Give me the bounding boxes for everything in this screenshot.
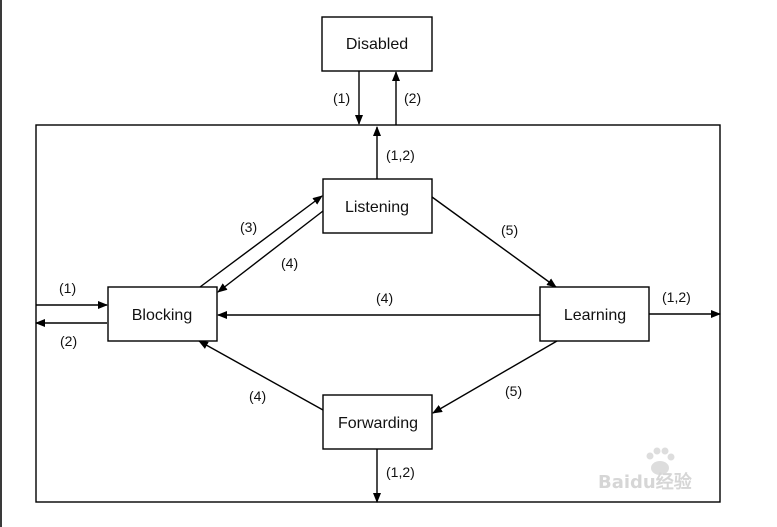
paw-icon [646,447,675,475]
watermark: Baidu经验 [598,447,693,493]
arrow-listening-to-learning [431,196,557,288]
arrow-forwarding-to-blocking [198,340,324,411]
arrow-learning-to-forwarding [432,340,558,414]
label-learning-exit: (1,2) [662,289,691,305]
state-forwarding-label: Forwarding [338,415,418,432]
label-forwarding-exit: (1,2) [386,464,415,480]
label-enter-blocking: (1) [59,280,76,296]
state-blocking-label: Blocking [132,307,192,324]
state-listening: Listening [322,178,433,234]
state-forwarding: Forwarding [322,394,433,450]
label-from-disabled-up: (2) [404,90,421,106]
arrow-blocking-to-listening [199,195,323,288]
arrow-listening-to-blocking [217,210,324,293]
label-listening-to-learning: (5) [501,222,518,238]
state-listening-label: Listening [345,199,409,216]
state-learning: Learning [539,286,650,342]
label-forwarding-to-blocking: (4) [249,388,266,404]
label-blocking-to-listening: (3) [240,219,257,235]
state-disabled: Disabled [321,16,433,72]
state-blocking: Blocking [107,286,218,342]
state-learning-label: Learning [564,307,626,324]
state-disabled-label: Disabled [346,36,408,53]
label-exit-blocking: (2) [60,333,77,349]
watermark-text: Baidu经验 [598,471,693,493]
label-learning-to-forwarding: (5) [505,383,522,399]
image-border [0,0,2,527]
label-listening-to-outer: (1,2) [386,147,415,163]
label-listening-to-blocking: (4) [281,255,298,271]
label-learning-to-blocking: (4) [376,290,393,306]
label-to-disabled-down: (1) [333,90,350,106]
